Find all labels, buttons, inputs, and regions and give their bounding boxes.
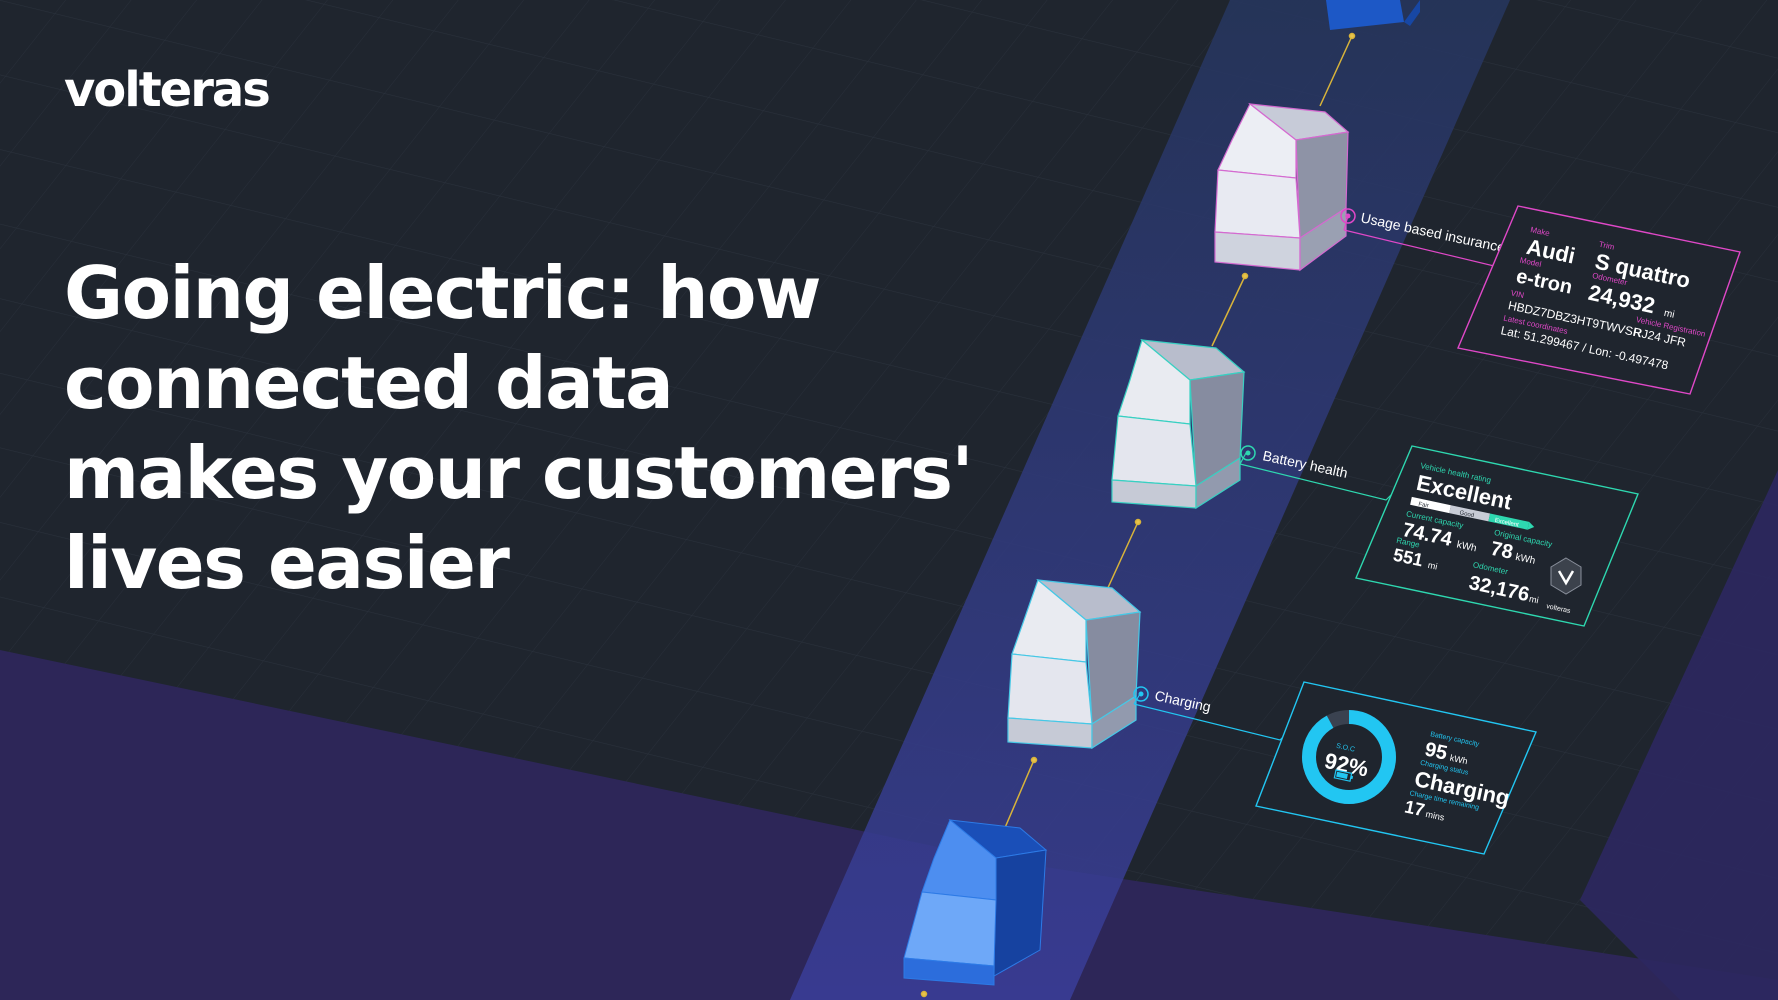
car-insurance xyxy=(1214,103,1350,272)
charging-capacity: 95 xyxy=(1423,739,1449,765)
charging-time: 17 xyxy=(1403,797,1427,821)
rating-scale-good: Good xyxy=(1459,510,1475,519)
rating-scale-excellent: Excellent xyxy=(1494,518,1519,529)
charging-capacity-unit: kWh xyxy=(1449,753,1469,767)
insurance-make-label: Make xyxy=(1530,225,1552,238)
soc-ring-fill xyxy=(1302,710,1396,804)
headline-line-1: Going electric: how xyxy=(64,251,822,335)
battery-odometer-unit: mi xyxy=(1528,594,1539,606)
insurance-panel xyxy=(1457,205,1741,395)
purple-floor-right xyxy=(1580,470,1778,1000)
insurance-callout: Usage based insurance Make Audi Trim S q… xyxy=(1340,205,1741,395)
charging-pin-icon xyxy=(1133,686,1149,702)
car-connectors xyxy=(920,32,1356,998)
volteras-badge-icon xyxy=(1550,557,1582,595)
battery-original-unit: kWh xyxy=(1514,552,1536,567)
rating-scale-fair: Fair xyxy=(1418,502,1429,510)
battery-tag: Battery health xyxy=(1261,447,1349,481)
headline-line-3: makes your customers' xyxy=(64,431,973,515)
car-battery xyxy=(1111,338,1246,510)
battery-range-unit: mi xyxy=(1427,560,1438,572)
insurance-pin-icon xyxy=(1340,208,1356,224)
insurance-model-label: Model xyxy=(1519,256,1542,269)
battery-pin-icon xyxy=(1240,445,1256,461)
car-charging xyxy=(1007,578,1142,750)
insurance-tag: Usage based insurance xyxy=(1359,209,1506,255)
volteras-logo: volteras xyxy=(64,62,271,118)
car-top-blue xyxy=(1326,0,1420,30)
charging-time-unit: mins xyxy=(1425,809,1446,823)
headline-line-4: lives easier xyxy=(64,521,510,605)
headline-line-2: connected data xyxy=(64,341,674,425)
page-title: Going electric: how connected data makes… xyxy=(64,248,973,608)
health-rating-bar: Fair Good Excellent xyxy=(1410,496,1535,530)
charging-callout: Charging S.O.C 92% Battery capacity 95 k… xyxy=(1133,681,1537,855)
insurance-odometer-unit: mi xyxy=(1663,308,1676,321)
battery-callout: Battery health Vehicle health rating Exc… xyxy=(1239,445,1639,627)
charging-panel xyxy=(1255,681,1537,855)
insurance-vin-label: VIN xyxy=(1510,288,1525,300)
battery-current-unit: kWh xyxy=(1456,539,1478,554)
soc-ring xyxy=(1302,710,1396,804)
car-bottom-blue xyxy=(903,819,1048,986)
battery-original: 78 xyxy=(1489,538,1515,564)
soc-label: S.O.C xyxy=(1335,743,1355,754)
battery-icon xyxy=(1333,769,1354,782)
purple-floor xyxy=(0,650,1778,1000)
insurance-trim-label: Trim xyxy=(1598,240,1616,252)
